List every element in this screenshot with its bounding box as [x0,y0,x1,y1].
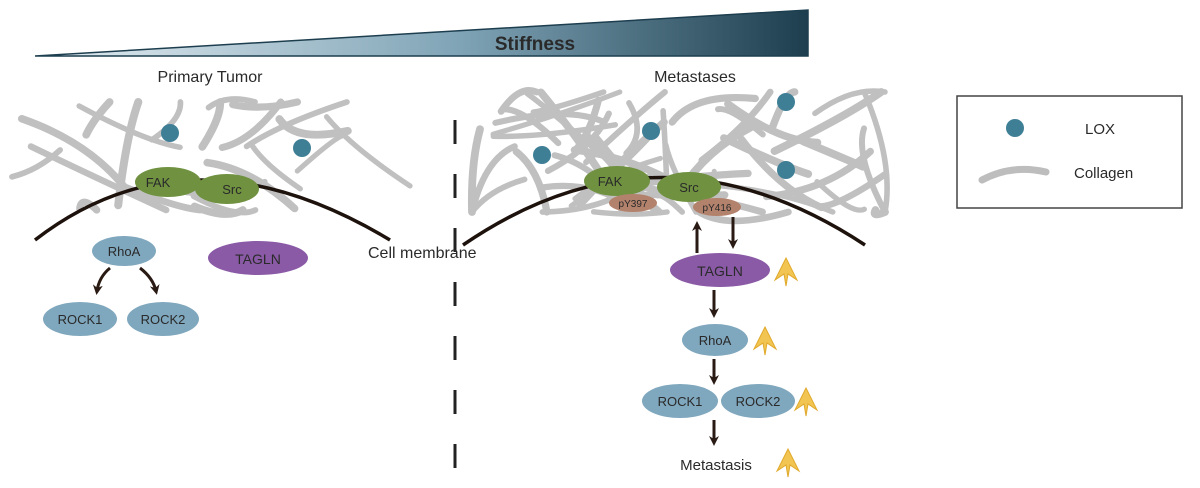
svg-text:RhoA: RhoA [108,244,141,259]
lox-dot [642,122,660,140]
fak-primary: FAK [135,167,201,197]
collagen-fiber [294,132,347,174]
legend: LOX Collagen [956,95,1183,209]
src-primary: Src [195,174,259,204]
svg-text:ROCK2: ROCK2 [736,394,781,409]
rhoa-metastases: RhoA [682,324,748,356]
up-arrow-icon [773,256,799,287]
stiffness-gradient: Stiffness [34,9,809,57]
collagen-fiber [229,98,301,111]
arrow-rhoa-rock2 [139,266,160,295]
collagen-fiber [724,100,822,147]
collagen-fiber [530,89,607,115]
collagen-fiber [720,134,813,178]
collagen-legend-icon [978,165,1050,184]
collagen-fiber [249,142,303,192]
py416-badge: pY416 [693,198,741,216]
collagen-fiber [149,99,184,143]
svg-text:FAK: FAK [146,175,171,190]
svg-text:TAGLN: TAGLN [235,251,281,267]
svg-text:pY397: pY397 [619,199,648,210]
collagen-fiber [114,98,143,210]
rock2-metastases: ROCK2 [721,384,795,418]
lox-legend-icon [1006,119,1024,137]
svg-text:Src: Src [222,182,242,197]
collagen-fiber [497,87,540,115]
collagen-fiber [323,114,413,189]
collagen-fiber [502,106,562,147]
lox-dots [161,93,795,179]
py397-badge: pY397 [609,194,657,212]
rock1-metastases: ROCK1 [642,384,718,418]
collagen-fibers-primary [9,96,413,218]
collagen-fiber [17,114,128,191]
stiffness-label: Stiffness [495,34,575,55]
svg-text:ROCK1: ROCK1 [658,394,703,409]
collagen-fiber [715,106,766,138]
collagen-fiber [870,206,889,219]
collagen-fiber [218,98,285,151]
tagln-primary: TAGLN [208,241,308,275]
up-arrow-icon [775,447,801,478]
svg-text:pY416: pY416 [703,203,732,214]
collagen-fiber [770,88,885,155]
svg-text:Src: Src [679,180,699,195]
lox-dot [777,93,795,111]
lox-dot [533,146,551,164]
collagen-fiber [590,209,670,217]
collagen-fiber [76,103,183,150]
rhoa-primary: RhoA [92,236,156,266]
legend-lox-label: LOX [1085,121,1115,138]
collagen-fiber [198,98,225,151]
collagen-fiber [203,158,299,213]
collagen-fiber [468,143,518,216]
collagen-fiber [668,93,759,126]
collagen-fiber [623,100,640,157]
increase-arrows [752,256,819,478]
collagen-fiber [815,171,889,210]
legend-collagen-label: Collagen [1074,165,1133,182]
lox-dot [293,139,311,157]
cell-membrane-metastases [462,175,866,247]
collagen-fiber [858,125,888,215]
up-arrow-icon [793,386,819,417]
svg-text:ROCK2: ROCK2 [141,312,186,327]
metastasis-label: Metastasis [680,457,752,474]
collagen-fiber [814,179,867,213]
collagen-fiber [190,202,247,218]
fak-metastases: FAK [584,166,650,196]
collagen-fiber [573,96,602,153]
collagen-fiber [9,147,63,180]
collagen-fiber [205,96,258,111]
collagen-fiber [512,148,551,216]
rock1-primary: ROCK1 [43,302,117,336]
collagen-fiber [76,198,101,214]
collagen-fiber [82,98,114,139]
svg-text:TAGLN: TAGLN [697,263,743,279]
collagen-fiber [27,143,170,214]
legend-box [956,95,1183,209]
lox-dot [777,161,795,179]
collagen-fiber [861,89,890,215]
svg-text:RhoA: RhoA [699,333,732,348]
arrow-rhoa-rock1 [92,266,111,295]
svg-text:ROCK1: ROCK1 [58,312,103,327]
lox-dot [161,124,179,142]
tagln-metastases: TAGLN [670,253,770,287]
svg-text:FAK: FAK [598,174,623,189]
rock2-primary: ROCK2 [127,302,199,336]
up-arrow-icon [752,325,778,356]
cell-membrane-label: Cell membrane [368,245,477,262]
metastases-title: Metastases [654,69,736,86]
collagen-fiber [763,147,874,201]
src-metastases: Src [657,172,721,202]
primary-tumor-title: Primary Tumor [158,69,264,86]
